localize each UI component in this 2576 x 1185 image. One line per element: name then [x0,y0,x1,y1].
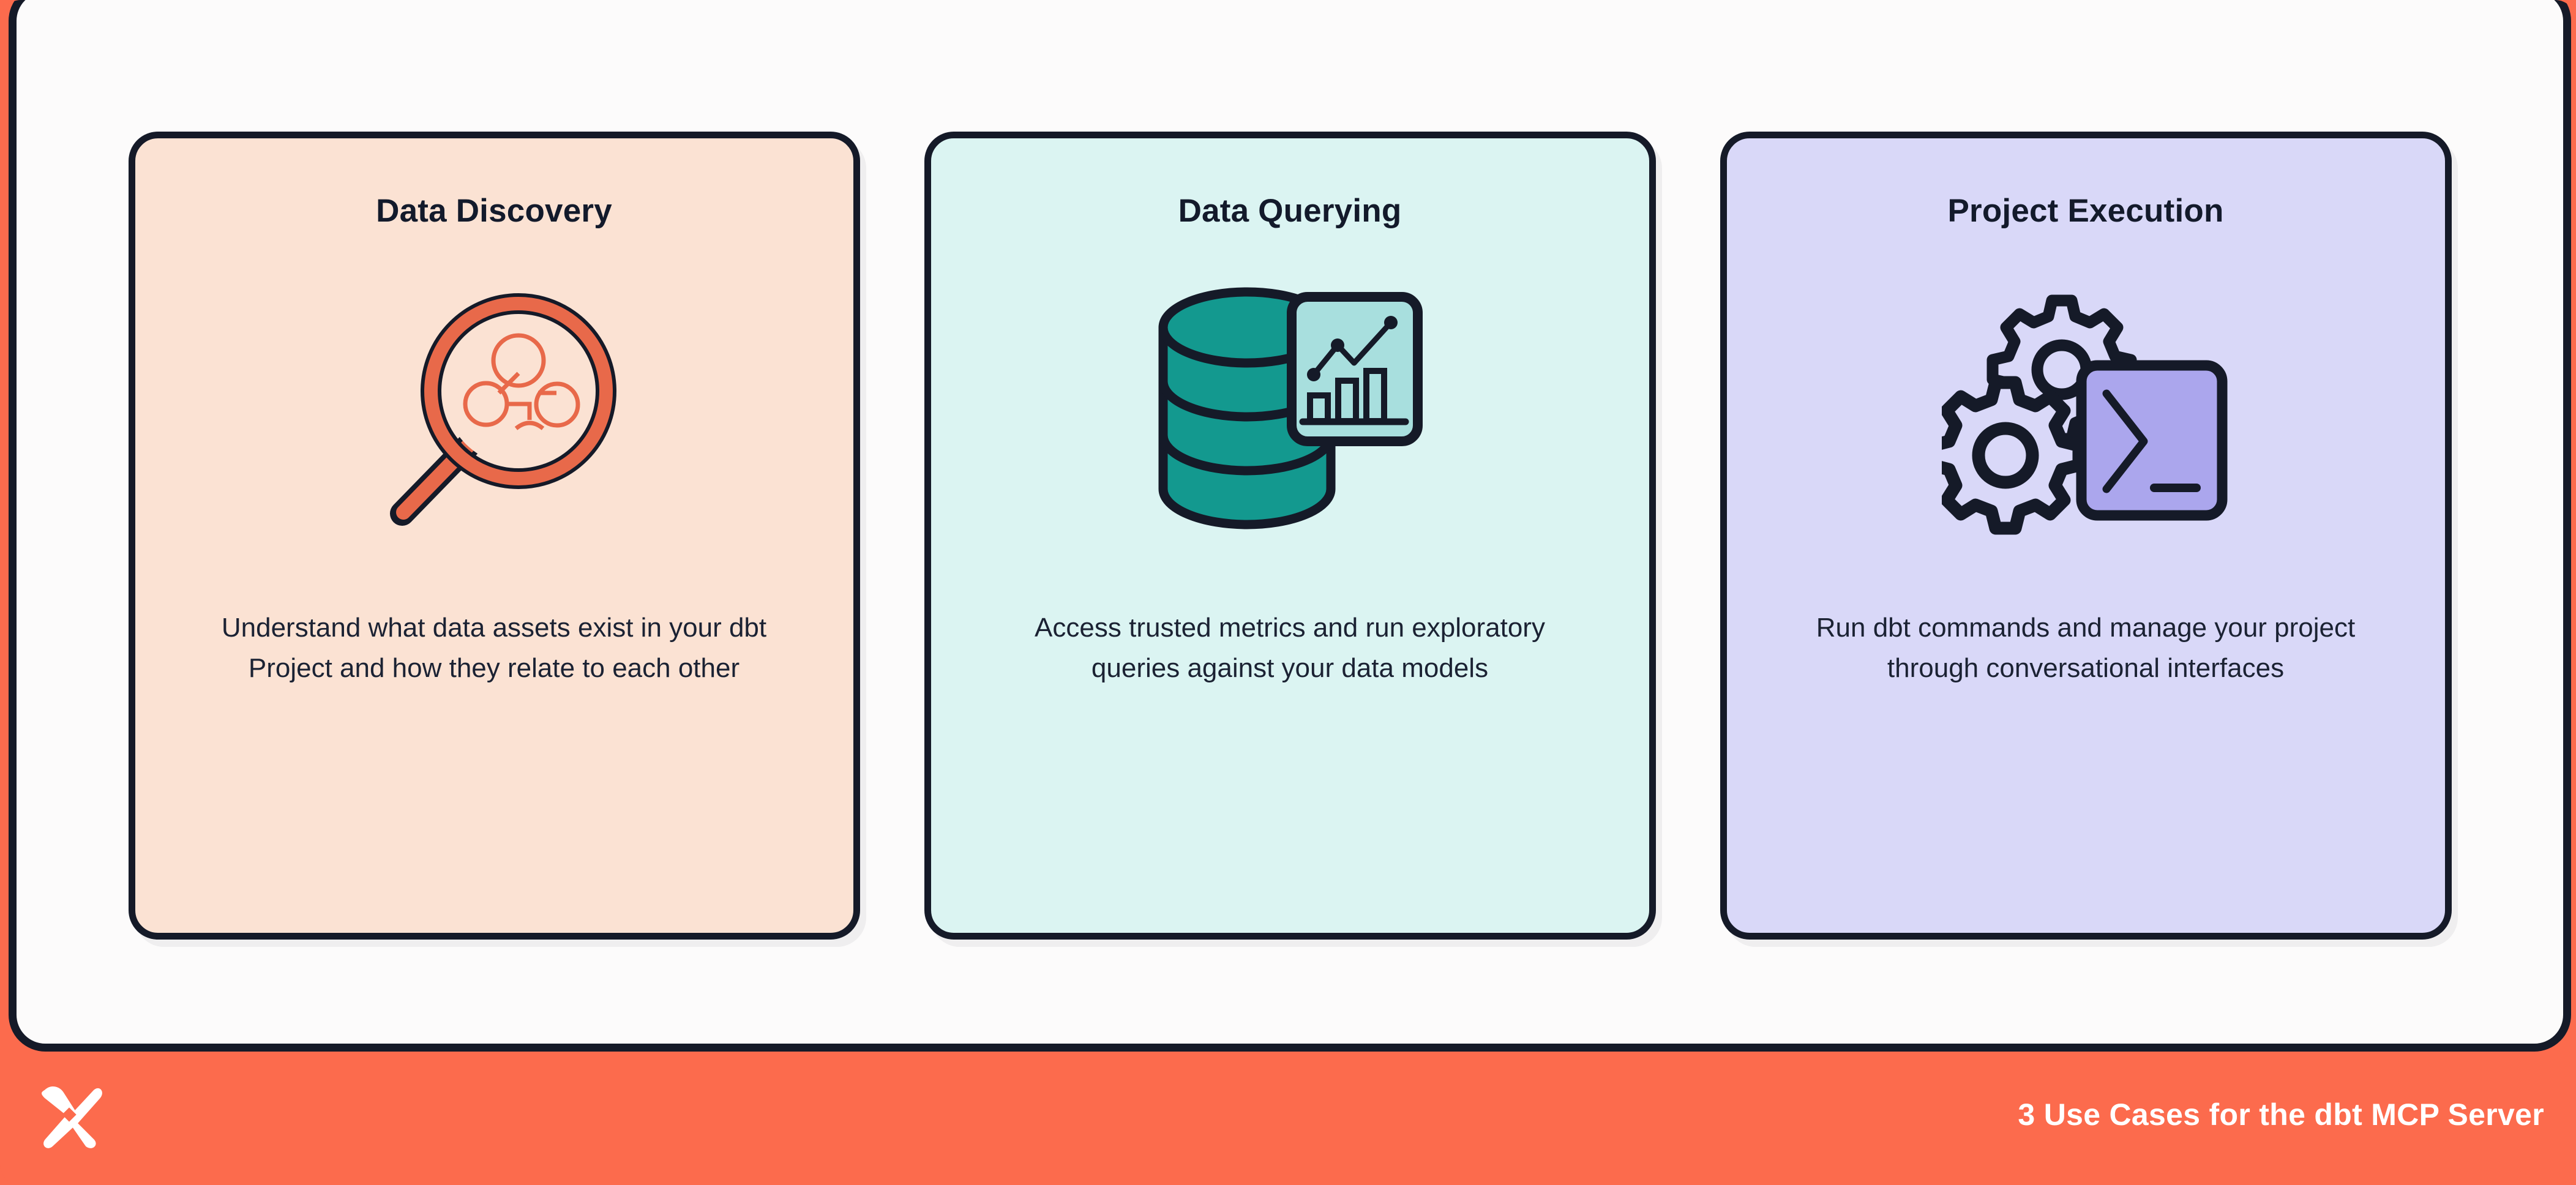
database-chart-icon [1158,287,1423,529]
card-illustration [1727,244,2445,587]
card-illustration [135,244,853,587]
magnifier-lineage-icon [390,293,616,526]
footer-bar: 3 Use Cases for the dbt MCP Server [0,1044,2576,1185]
card-title: Data Querying [1178,193,1402,229]
footer-caption: 3 Use Cases for the dbt MCP Server [2018,1097,2544,1132]
card-title: Data Discovery [376,193,612,229]
card-description: Understand what data assets exist in you… [221,613,767,684]
card-title: Project Execution [1947,193,2224,229]
card-project-execution[interactable]: Project Execution [1720,132,2452,940]
gears-terminal-icon [1942,294,2228,535]
card-illustration [931,244,1649,587]
card-description: Access trusted metrics and run explorato… [1035,613,1545,684]
gear-icon [1942,376,2086,535]
card-data-discovery[interactable]: Data Discovery [128,132,860,940]
cards-row: Data Discovery [17,0,2563,1044]
card-description: Run dbt commands and manage your project… [1816,613,2356,684]
card-data-querying[interactable]: Data Querying [924,132,1656,940]
dbt-logo-icon [42,1086,102,1148]
content-panel: Data Discovery [9,0,2571,1052]
